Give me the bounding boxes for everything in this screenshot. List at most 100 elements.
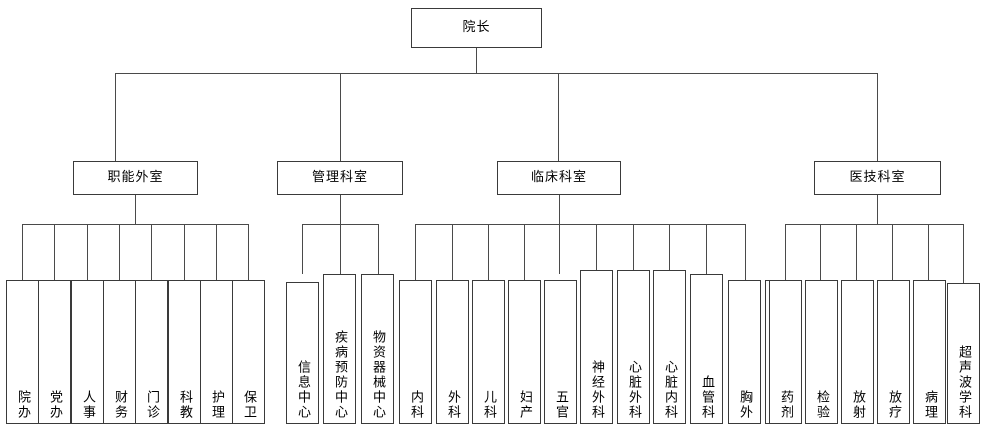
connector-root-stub (476, 48, 477, 73)
connector-g4-drop-5 (928, 224, 929, 280)
connector-g3-drop-10 (745, 224, 746, 280)
connector-group-1-bus (22, 224, 248, 225)
connector-g4-drop-4 (892, 224, 893, 280)
leaf-label: 病理 (922, 390, 937, 420)
leaf-node[interactable]: 内科 (399, 280, 432, 424)
leaf-node[interactable]: 疾病预防中心 (323, 274, 356, 424)
leaf-node[interactable]: 药剂 (769, 280, 802, 424)
connector-g2-drop-1 (302, 224, 303, 274)
connector-top-drop-4 (877, 73, 878, 161)
leaf-node[interactable]: 血管科 (690, 274, 723, 424)
leaf-label: 物资器械中心 (370, 330, 385, 420)
connector-g3-drop-4 (524, 224, 525, 280)
node-group-4-label: 医技科室 (849, 169, 906, 185)
connector-g1-drop-5 (151, 224, 152, 280)
leaf-node[interactable]: 物资器械中心 (361, 274, 394, 424)
leaf-node[interactable]: 保卫 (232, 280, 265, 424)
leaf-node[interactable]: 超声波学科 (947, 283, 980, 424)
leaf-label: 血管科 (699, 375, 714, 420)
connector-g1-drop-6 (184, 224, 185, 280)
connector-group-4-bus (785, 224, 963, 225)
leaf-label: 神经外科 (589, 360, 604, 420)
leaf-node[interactable]: 心脏内科 (653, 270, 686, 424)
node-root[interactable]: 院长 (411, 8, 542, 48)
connector-g4-drop-1 (785, 224, 786, 280)
connector-group-4-stub (877, 195, 878, 224)
leaf-label: 妇产 (517, 390, 532, 420)
node-group-2[interactable]: 管理科室 (277, 161, 403, 195)
connector-top-drop-1 (115, 73, 116, 161)
leaf-label: 护理 (209, 390, 224, 420)
leaf-label: 保卫 (241, 390, 256, 420)
connector-g3-drop-8 (669, 224, 670, 270)
leaf-label: 药剂 (778, 390, 793, 420)
leaf-label: 内科 (408, 390, 423, 420)
connector-g3-drop-7 (633, 224, 634, 270)
leaf-node[interactable]: 人事 (71, 280, 104, 424)
leaf-node[interactable]: 病理 (913, 280, 946, 424)
connector-g2-drop-2 (340, 224, 341, 274)
leaf-label: 放疗 (886, 390, 901, 420)
leaf-label: 儿科 (481, 390, 496, 420)
leaf-node[interactable]: 护理 (200, 280, 233, 424)
leaf-node[interactable]: 放疗 (877, 280, 910, 424)
leaf-node[interactable]: 信息中心 (286, 282, 319, 424)
leaf-label: 科教 (177, 390, 192, 420)
node-group-3-label: 临床科室 (530, 169, 587, 185)
leaf-node[interactable]: 检验 (805, 280, 838, 424)
connector-g4-drop-2 (820, 224, 821, 280)
leaf-node[interactable]: 院办 (6, 280, 39, 424)
leaf-label: 心脏内科 (662, 360, 677, 420)
node-group-1[interactable]: 职能外室 (73, 161, 198, 195)
connector-g1-drop-8 (248, 224, 249, 280)
leaf-node[interactable]: 儿科 (472, 280, 505, 424)
leaf-node[interactable]: 放射 (841, 280, 874, 424)
connector-group-2-stub (340, 195, 341, 224)
leaf-label: 人事 (80, 390, 95, 420)
leaf-node[interactable]: 外科 (436, 280, 469, 424)
connector-g1-drop-3 (87, 224, 88, 280)
connector-top-drop-3 (558, 73, 559, 161)
leaf-node[interactable]: 胸外 (728, 280, 761, 424)
leaf-node[interactable]: 门诊 (135, 280, 168, 424)
connector-g3-drop-9 (706, 224, 707, 274)
leaf-label: 放射 (850, 390, 865, 420)
node-root-label: 院长 (462, 19, 491, 35)
connector-g2-drop-3 (378, 224, 379, 274)
leaf-label: 五官 (553, 390, 568, 420)
leaf-label: 财务 (112, 390, 127, 420)
leaf-node[interactable]: 神经外科 (580, 270, 613, 424)
connector-g4-drop-3 (856, 224, 857, 280)
leaf-label: 信息中心 (295, 360, 310, 420)
leaf-node[interactable]: 妇产 (508, 280, 541, 424)
node-group-4[interactable]: 医技科室 (814, 161, 941, 195)
leaf-label: 胸外 (737, 390, 752, 420)
leaf-node[interactable]: 心脏外科 (617, 270, 650, 424)
connector-group-3-stub (559, 195, 560, 224)
leaf-label: 疾病预防中心 (332, 330, 347, 420)
leaf-node[interactable]: 科教 (168, 280, 201, 424)
leaf-node[interactable]: 财务 (103, 280, 136, 424)
connector-g1-drop-2 (54, 224, 55, 280)
connector-g3-drop-6 (596, 224, 597, 270)
leaf-label: 检验 (814, 390, 829, 420)
node-group-2-label: 管理科室 (311, 169, 368, 185)
leaf-node[interactable]: 五官 (544, 280, 577, 424)
leaf-label: 心脏外科 (626, 360, 641, 420)
connector-group-3-bus (415, 224, 745, 225)
leaf-label: 院办 (15, 390, 30, 420)
connector-g3-drop-3 (488, 224, 489, 280)
leaf-node[interactable]: 党办 (38, 280, 71, 424)
connector-g1-drop-1 (22, 224, 23, 280)
leaf-label: 外科 (445, 390, 460, 420)
leaf-label: 门诊 (144, 390, 159, 420)
leaf-label: 超声波学科 (956, 345, 971, 420)
node-group-3[interactable]: 临床科室 (497, 161, 621, 195)
connector-g1-drop-7 (216, 224, 217, 280)
connector-top-bus (115, 73, 877, 74)
node-group-1-label: 职能外室 (107, 169, 164, 185)
connector-top-drop-2 (340, 73, 341, 161)
connector-group-1-stub (135, 195, 136, 224)
connector-g4-drop-6 (963, 224, 964, 283)
